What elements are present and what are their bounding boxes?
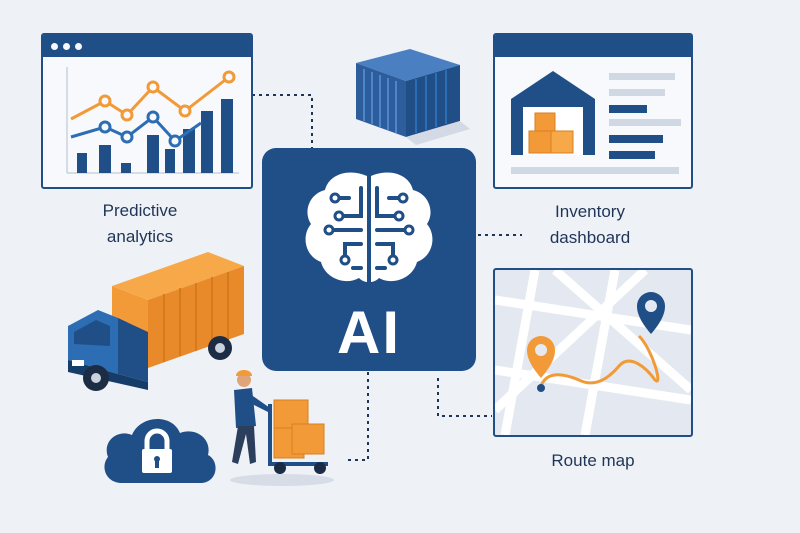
warehouse-icon (511, 71, 681, 174)
worker-icon (230, 370, 334, 486)
window-titlebar (495, 35, 691, 57)
caption-line: Route map (551, 451, 635, 470)
connector-route (437, 378, 492, 417)
cloud-lock-icon (104, 418, 216, 483)
caption-line: analytics (106, 227, 174, 246)
shipping-container-icon (356, 49, 470, 145)
caption-line: dashboard (549, 228, 631, 247)
analytics-chart-icon (66, 67, 239, 174)
predictive-analytics-window (41, 33, 253, 189)
map-pin-icon (637, 292, 665, 334)
ai-label: AI (337, 299, 401, 366)
connector-worker (346, 372, 369, 461)
route-map-caption: Route map (503, 448, 683, 474)
route-map-window (493, 268, 693, 437)
route-map-icon (495, 270, 691, 435)
window-dot (63, 43, 70, 50)
caption-line: Inventory (555, 202, 625, 221)
connector-analytics (252, 94, 313, 150)
map-pin-icon (527, 336, 555, 378)
brain-icon (305, 172, 433, 282)
ai-core-panel: AI (262, 148, 476, 371)
predictive-analytics-caption: Predictive analytics (50, 198, 230, 250)
caption-line: Predictive (102, 201, 178, 220)
window-dot (51, 43, 58, 50)
window-titlebar (43, 35, 251, 57)
delivery-truck-icon (68, 252, 244, 391)
inventory-dashboard-caption: Inventory dashboard (500, 199, 680, 251)
window-dot (75, 43, 82, 50)
inventory-dashboard-window (493, 33, 693, 189)
